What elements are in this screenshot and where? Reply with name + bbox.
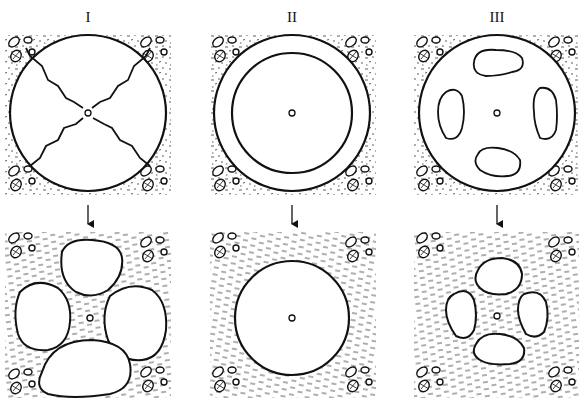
- panel-label: I: [86, 10, 91, 25]
- panel-label: II: [287, 10, 297, 25]
- panel-label: III: [490, 10, 505, 25]
